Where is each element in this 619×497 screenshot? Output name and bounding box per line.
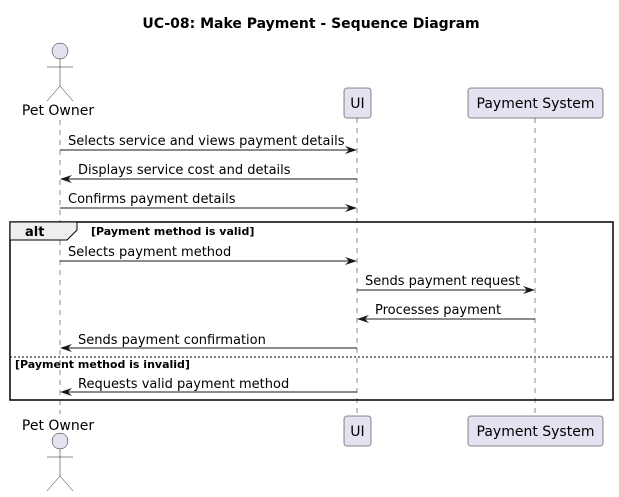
arrow-right-icon [523, 286, 535, 294]
alt-frame-tab [9, 221, 78, 241]
message-4: Selects payment method [60, 245, 357, 265]
participant-ui-top: UI [343, 87, 372, 119]
actor-head-icon [51, 42, 69, 60]
participant-payment-system-top: Payment System [467, 87, 604, 119]
alt-frame: alt [Payment method is valid] [Payment m… [9, 221, 614, 401]
message-2: Displays service cost and details [60, 163, 357, 183]
alt-frame-border [9, 221, 614, 401]
participant-ui-bottom: UI [343, 415, 372, 447]
arrow-right-icon [345, 146, 357, 154]
message-8: Requests valid payment method [60, 377, 357, 396]
message-label: Requests valid payment method [78, 377, 289, 392]
participant-label-pet-owner-top: Pet Owner [22, 103, 94, 119]
message-label: Sends payment request [365, 274, 520, 289]
arrow-left-icon [357, 315, 369, 323]
message-label: Displays service cost and details [78, 163, 291, 178]
participant-label-ui-top: UI [350, 96, 364, 112]
actor-pet-owner-bottom: Pet Owner [22, 418, 94, 492]
participant-payment-system-bottom: Payment System [467, 415, 604, 447]
message-label: Sends payment confirmation [78, 333, 266, 348]
alt-guard-valid: [Payment method is valid] [91, 225, 254, 238]
message-label: Selects payment method [68, 245, 231, 260]
message-1: Selects service and views payment detail… [60, 134, 357, 154]
arrow-right-icon [345, 257, 357, 265]
arrow-right-icon [345, 204, 357, 212]
participant-label-payment-system-bottom: Payment System [477, 424, 595, 440]
actor-pet-owner-top: Pet Owner [22, 42, 94, 119]
participant-label-pet-owner-bottom: Pet Owner [22, 418, 94, 434]
message-6: Processes payment [357, 303, 535, 323]
message-label: Confirms payment details [68, 192, 236, 207]
arrow-left-icon [60, 388, 72, 396]
message-label: Selects service and views payment detail… [68, 134, 345, 149]
arrow-left-icon [60, 344, 72, 352]
message-7: Sends payment confirmation [60, 333, 357, 352]
message-3: Confirms payment details [60, 192, 357, 212]
alt-operator-label: alt [25, 225, 44, 240]
actor-head-icon [51, 432, 69, 450]
message-label: Processes payment [375, 303, 501, 318]
arrow-left-icon [60, 175, 72, 183]
diagram-title: UC-08: Make Payment - Sequence Diagram [142, 16, 479, 32]
message-5: Sends payment request [357, 274, 535, 294]
participant-label-payment-system-top: Payment System [477, 96, 595, 112]
participant-label-ui-bottom: UI [350, 424, 364, 440]
alt-guard-invalid: [Payment method is invalid] [15, 358, 190, 371]
